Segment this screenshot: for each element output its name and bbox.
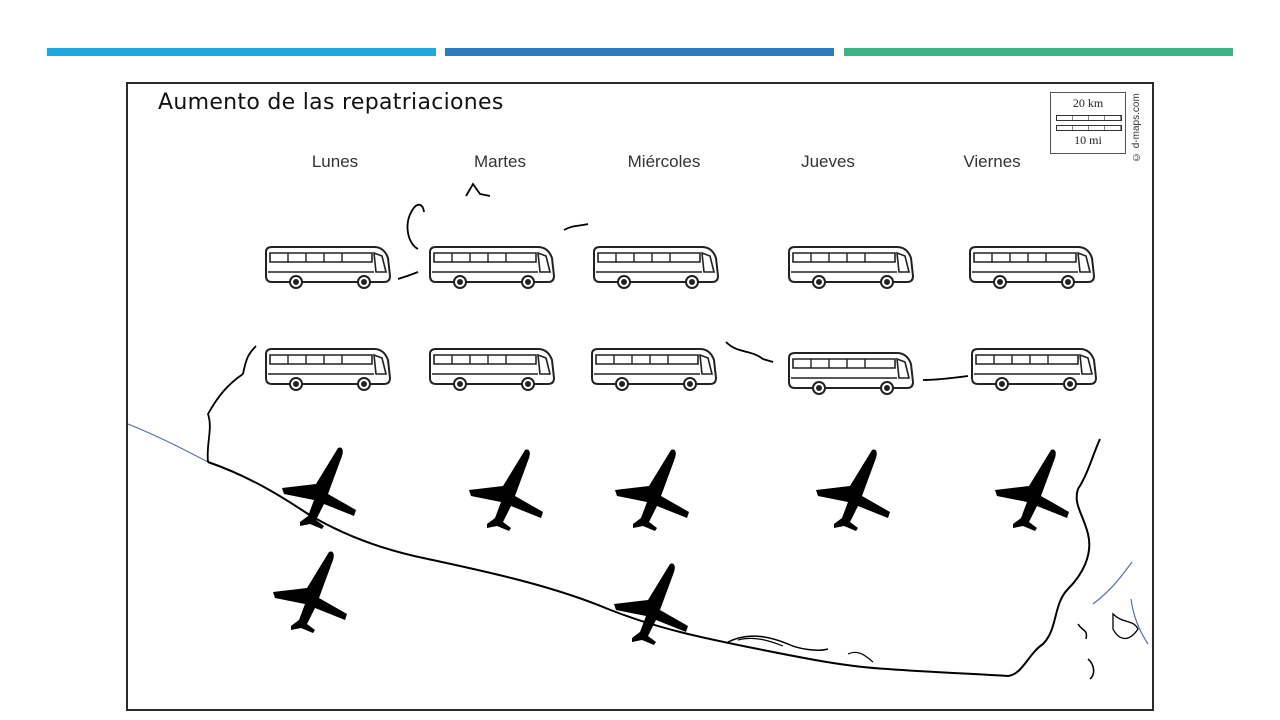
airplane-icon [812,446,902,532]
airplane-icon [269,548,359,634]
slide-title: Aumento de las repatriaciones [158,90,504,115]
scale-mi-label: 10 mi [1074,133,1102,147]
map-credit: © d-maps.com [1131,93,1142,162]
bus-icon [588,344,720,394]
bus-icon [262,242,394,292]
accent-bar-3 [844,48,1233,56]
bus-icon [966,242,1098,292]
airplane-icon [278,444,368,530]
airplane-icon [611,446,701,532]
bus-icon [262,344,394,394]
airplane-icon [991,446,1081,532]
bus-icon [785,348,917,398]
accent-bar-1 [47,48,436,56]
coastline-map [128,182,1149,680]
accent-bar-2 [445,48,834,56]
map-panel: Aumento de las repatriaciones Lunes Mart… [126,82,1154,711]
bus-icon [968,344,1100,394]
bus-icon [426,344,558,394]
day-label-miercoles: Miércoles [627,152,701,171]
day-label-lunes: Lunes [311,152,359,171]
day-label-jueves: Jueves [801,152,855,171]
airplane-icon [610,560,700,646]
day-label-viernes: Viernes [963,152,1021,171]
bus-icon [785,242,917,292]
bus-icon [426,242,558,292]
bus-icon [590,242,722,292]
scale-km-label: 20 km [1072,96,1104,110]
scale-bar: 20 km 10 mi [1050,92,1126,154]
day-label-martes: Martes [474,152,526,171]
airplane-icon [465,446,555,532]
